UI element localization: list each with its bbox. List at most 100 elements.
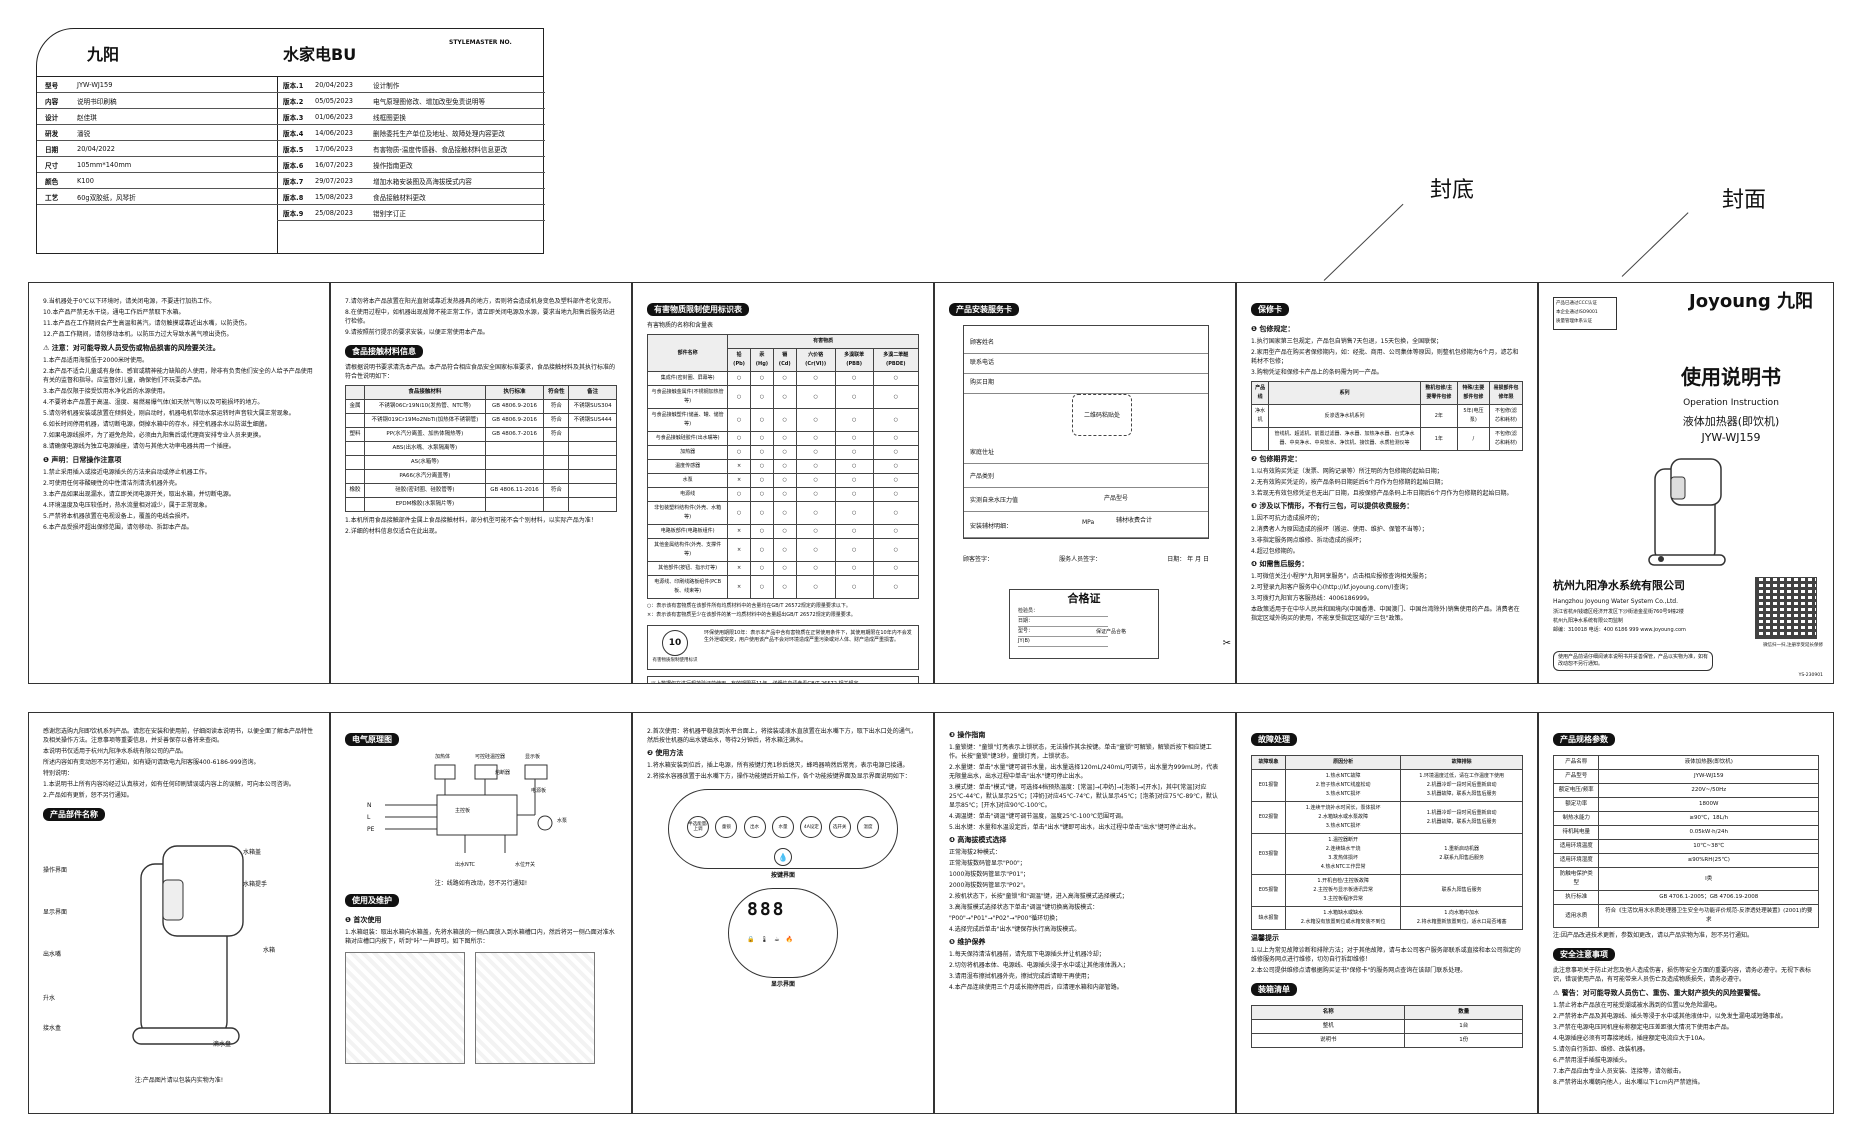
fault-row-cell: 1.机器冷却一段时间后重新启动 2.机器故障，联系九阳售后服务 xyxy=(1400,801,1523,834)
signature-field[interactable]: 日期： 年 月 日 xyxy=(1167,556,1209,563)
spec-row-cell: 适用环境温度 xyxy=(1552,839,1600,854)
panel-button[interactable]: 4A设定 xyxy=(800,816,823,838)
install-field[interactable]: 产品类别 xyxy=(964,468,1208,488)
food-contact-row-cell: GB 4806.9-2016 xyxy=(484,399,545,414)
device-drawing-icon xyxy=(132,845,244,1045)
version-date: 17/06/2023 xyxy=(315,144,354,153)
food-contact-row-cell xyxy=(568,455,617,470)
panel-button[interactable]: 出水 xyxy=(743,816,766,838)
usage-line: 2.将接水容器放置于出水嘴下方，操作功能键后开始工作，各个功能按键界面及显示界面… xyxy=(647,773,911,780)
notice-line: 6.本产品受损坏超出保修范围，请勿移动、拆卸本产品。 xyxy=(43,524,193,531)
spec-value: 说明书印刷稿 xyxy=(77,97,117,106)
op-guide-line: 1.童锁键："童锁"灯亮表示上锁状态，无法操作其余按键。单击"童锁"可解锁，解锁… xyxy=(949,744,1212,760)
tips-title: 温馨提示 xyxy=(1251,934,1279,942)
spec-row: 研发潘锐 xyxy=(37,125,277,141)
install-field[interactable]: 家庭住址 xyxy=(964,444,1208,464)
safety-line: 8.严禁将出水嘴朝向他人，出水嘴以下1cm内严禁遮挡。 xyxy=(1553,1079,1704,1086)
packing-title: 装箱清单 xyxy=(1251,983,1297,996)
circuit-label: 出水NTC xyxy=(455,862,475,868)
hazard-col: 多溴联苯(PBB) xyxy=(834,348,874,372)
food-contact-row-cell xyxy=(484,441,545,456)
panel-button[interactable]: 童锁 xyxy=(715,816,738,838)
tank-install-drawing-1 xyxy=(345,952,465,1064)
spec-header: 九阳 水家电BU STYLEMASTER NO. xyxy=(37,29,543,77)
circuit-label: 加热体 xyxy=(435,754,451,760)
circuit-label: 水位开关 xyxy=(515,862,536,868)
hazard-title: 有害物质限制使用标识表 xyxy=(647,303,749,316)
food-contact-row-cell xyxy=(568,497,617,512)
warranty-line: 3.购物凭证和保修卡产品上的条码需为同一产品。 xyxy=(1251,369,1383,376)
packing-row-cell: 1份 xyxy=(1404,1033,1523,1048)
intro-line: 特别说明： xyxy=(43,770,74,777)
safety-line: 4.电源插座必须有可靠接地线，插座额定电流应大于10A。 xyxy=(1553,1035,1709,1042)
hazard-row-cell: ○ xyxy=(795,487,836,502)
food-contact-row-cell: 硅胶(密封圈、硅胶管等) xyxy=(364,483,486,498)
hazard-row-cell: ○ xyxy=(772,408,797,432)
food-contact-row-cell: PA66(水汽分离盖等) xyxy=(364,469,486,484)
thermometer-icon: 🌡 xyxy=(760,936,769,943)
food-contact-row-cell: ABS(出水嘴、水泵隔离等) xyxy=(364,441,486,456)
install-field[interactable]: 购买日期 xyxy=(964,374,1208,394)
company-name-en: Hangzhou Joyoung Water System Co.,Ltd. xyxy=(1553,598,1679,605)
hazard-row-cell: ○ xyxy=(834,538,874,562)
altitude-line: 2000海拔数码管显示"P02"。 xyxy=(949,882,1030,889)
spec-row-cell: 220V~/50Hz xyxy=(1598,783,1819,798)
spec-row: 适用环境湿度≤90%RH(25℃) xyxy=(1552,853,1819,868)
hazard-row-cell: ○ xyxy=(872,524,920,539)
circuit-pin: N xyxy=(367,802,372,809)
spec-row-cell: JYW-WJ159 xyxy=(1598,769,1819,784)
hazard-row-cell: ○ xyxy=(834,408,874,432)
food-contact-header: 食品接触材料 xyxy=(364,385,486,400)
hazard-row-cell: ○ xyxy=(772,561,797,576)
install-field[interactable]: 安装辅材明细： xyxy=(964,518,1208,538)
install-field[interactable]: 联系电话 xyxy=(964,354,1208,374)
hazard-row-cell: ○ xyxy=(834,371,874,386)
packing-row-cell: 1台 xyxy=(1404,1019,1523,1034)
address-line: 邮编：310018 电话：400 6186 999 www.joyoung.co… xyxy=(1553,627,1686,633)
hazard-legend: ○：表示该有害物质在该部件所有均质材料中的含量均在GB/T 26572规定的限量… xyxy=(647,603,851,609)
hazard-row: 水泵×○○○○○ xyxy=(646,473,920,488)
hazard-row-cell: ○ xyxy=(749,538,774,562)
circuit-caption: 注：线路如有改动，恕不另行通知! xyxy=(434,880,528,887)
spec-row-cell: ≥90℃，18L/h xyxy=(1598,811,1819,826)
panel-button[interactable]: 温度 xyxy=(856,816,879,838)
hazard-row-cell: 非包装塑料结构件(外壳、水箱等) xyxy=(646,501,729,525)
signature-field[interactable]: 顾客签字： xyxy=(963,556,994,563)
panel-usage-method: 2.首次使用：将机器平稳放到水平台面上，将接装或液水直放置在出水嘴下方，取下出水… xyxy=(632,712,934,1114)
op-guide-line: 3.模式键：单击"模式"键，可选择4档预热温度：[常温]→[冲奶]→[泡茶]→[… xyxy=(949,784,1218,809)
altitude-line: 1000海拔数码管显示"P01"； xyxy=(949,871,1030,878)
panel-button[interactable]: 半选能量/上调 xyxy=(687,816,709,838)
panel-button[interactable]: 水量 xyxy=(771,816,794,838)
intro-line: 感谢您选购九阳即饮机系列产品。请您在安装和使用前，仔细阅读本说明书，以便全面了解… xyxy=(43,728,314,744)
cert-line: 质量管理体系认证 xyxy=(1556,319,1592,324)
install-field[interactable]: 顾客姓名 xyxy=(964,334,1208,354)
panel-button[interactable]: 选开关 xyxy=(828,816,851,838)
signature-field[interactable]: 服务人员签字： xyxy=(1059,556,1102,563)
op-guide-line: 4.调温键：单击"调温"键可调节温度，温度25℃-100℃范围可调。 xyxy=(949,813,1127,820)
install-field[interactable]: 实测自来水压力值 xyxy=(964,492,1208,512)
intro-line: 本说明书仅适用于杭州九阳净水系统有限公司的产品。 xyxy=(43,748,188,755)
hazard-row-cell: ○ xyxy=(795,561,836,576)
warranty-line: 1.可微信关注小程序"九阳同享服务"，点击相应报修查询相关服务； xyxy=(1251,573,1431,580)
warranty-s2: ❷ 包修期界定： xyxy=(1251,455,1302,463)
cert-field: JY(B) xyxy=(1018,637,1108,647)
part-label: 水箱 xyxy=(263,947,276,954)
hazard-row-cell: × xyxy=(727,524,751,539)
food-contact-note: 1.本机所用食品接触部件金属上食品接触材料，部分机型可能不会个别材料，以实际产品… xyxy=(345,517,597,524)
hazard-row-cell: ○ xyxy=(834,575,874,599)
warranty-line: 2.消费者人为原因造成的损坏（搬运、使用、维护、保管不当等）； xyxy=(1251,526,1428,533)
water-drop-icon[interactable]: 💧 xyxy=(774,848,792,866)
epup-label: 有害物质限制使用标识 xyxy=(652,658,698,663)
packing-header: 数量 xyxy=(1404,1005,1523,1020)
food-contact-table: 食品接触材料执行标准符合性备注 金属不锈钢06Cr19Ni10(发热管、NTC等… xyxy=(344,385,617,512)
food-contact-header: 执行标准 xyxy=(484,385,545,400)
warn-line: 3.本产品仅限于接受饮用水净化后的水源使用。 xyxy=(43,388,169,395)
hazard-row-cell: ○ xyxy=(749,575,774,599)
hazard-row-cell: ○ xyxy=(872,487,920,502)
